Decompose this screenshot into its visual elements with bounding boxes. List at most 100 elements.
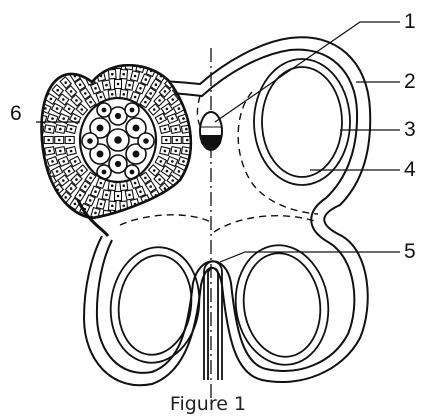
cell-nucleus bbox=[75, 178, 78, 181]
cell-nucleus bbox=[184, 180, 187, 183]
cell-nucleus bbox=[37, 139, 40, 142]
cell-nucleus bbox=[174, 128, 177, 131]
wall-cell bbox=[156, 198, 167, 209]
cell-nucleus bbox=[84, 92, 87, 95]
cell-nucleus bbox=[145, 78, 148, 81]
cell-nucleus bbox=[128, 84, 131, 87]
cell-nucleus bbox=[171, 179, 174, 182]
cell-nucleus bbox=[144, 177, 147, 180]
cell-nucleus bbox=[122, 73, 125, 76]
cell-nucleus bbox=[59, 128, 62, 131]
cell-nucleus bbox=[58, 139, 61, 142]
cell-nucleus bbox=[196, 150, 199, 153]
connective-notch bbox=[204, 262, 222, 381]
cell-nucleus bbox=[166, 108, 169, 111]
cell-nucleus bbox=[68, 139, 71, 142]
label-1: 1 bbox=[404, 10, 416, 33]
cell-nucleus bbox=[51, 160, 54, 163]
cell-nucleus bbox=[165, 139, 168, 142]
cell-nucleus bbox=[133, 125, 140, 132]
cell-nucleus bbox=[64, 81, 67, 84]
cell-nucleus bbox=[158, 99, 161, 102]
cell-nucleus bbox=[111, 93, 114, 96]
cell-nucleus bbox=[134, 96, 137, 99]
cell-nucleus bbox=[153, 169, 156, 172]
cell-nucleus bbox=[56, 107, 59, 110]
cell-nucleus bbox=[123, 93, 126, 96]
cell-nucleus bbox=[164, 150, 167, 153]
cell-nucleus bbox=[193, 160, 196, 163]
cell-nucleus bbox=[111, 184, 114, 187]
wall-cell bbox=[146, 204, 156, 215]
cell-nucleus bbox=[62, 179, 65, 182]
cell-nucleus bbox=[68, 108, 71, 111]
cell-nucleus bbox=[105, 84, 108, 87]
cell-nucleus bbox=[155, 83, 158, 86]
cell-nucleus bbox=[111, 205, 114, 208]
cell-nucleus bbox=[100, 203, 103, 206]
cell-nucleus bbox=[56, 89, 59, 92]
figure-caption: Figure 1 bbox=[170, 393, 246, 415]
cellular-pollen-sac bbox=[34, 60, 203, 237]
cell-nucleus bbox=[97, 125, 104, 132]
cell-nucleus bbox=[75, 99, 78, 102]
cell-nucleus bbox=[184, 98, 187, 101]
cell-nucleus bbox=[164, 128, 167, 131]
wall-cell bbox=[192, 147, 202, 155]
wall-cell bbox=[136, 208, 145, 219]
cell-nucleus bbox=[44, 107, 47, 110]
cell-nucleus bbox=[171, 98, 174, 101]
cell-nucleus bbox=[62, 98, 65, 101]
cell-nucleus bbox=[74, 203, 77, 206]
cell-nucleus bbox=[143, 138, 149, 144]
cell-nucleus bbox=[139, 212, 142, 215]
cell-nucleus bbox=[79, 83, 82, 86]
cell-nucleus bbox=[134, 75, 137, 78]
cell-nucleus bbox=[74, 117, 77, 120]
cell-nucleus bbox=[68, 170, 71, 173]
cell-nucleus bbox=[70, 90, 73, 93]
cell-nucleus bbox=[133, 151, 140, 158]
label-2: 2 bbox=[404, 70, 416, 93]
cell-nucleus bbox=[44, 170, 47, 173]
cell-nucleus bbox=[174, 150, 177, 153]
cell-nucleus bbox=[115, 161, 121, 167]
cell-nucleus bbox=[81, 108, 84, 111]
cell-nucleus bbox=[94, 212, 97, 215]
label-5: 5 bbox=[404, 240, 416, 263]
cell-nucleus bbox=[160, 203, 163, 206]
cell-nucleus bbox=[81, 169, 84, 172]
wall-cell bbox=[189, 157, 200, 166]
cell-nucleus bbox=[171, 160, 174, 163]
cell-nucleus bbox=[105, 194, 108, 197]
cell-nucleus bbox=[139, 190, 142, 193]
cell-nucleus bbox=[196, 128, 199, 131]
pollen-sac-lower-left bbox=[103, 241, 206, 368]
cell-nucleus bbox=[62, 160, 65, 163]
cell-nucleus bbox=[153, 108, 156, 111]
cell-nucleus bbox=[102, 170, 107, 175]
pollen-sac-upper-right bbox=[254, 59, 350, 185]
vascular-bundle bbox=[200, 112, 222, 150]
cell-nucleus bbox=[115, 113, 121, 119]
cell-nucleus bbox=[84, 70, 87, 73]
cell-nucleus bbox=[87, 138, 93, 144]
cell-nucleus bbox=[74, 160, 77, 163]
cell-nucleus bbox=[186, 139, 189, 142]
cell-nucleus bbox=[70, 187, 73, 190]
cell-nucleus bbox=[197, 139, 200, 142]
cell-nucleus bbox=[130, 170, 135, 175]
cell-nucleus bbox=[70, 150, 73, 153]
cell-nucleus bbox=[158, 178, 161, 181]
wall-cell bbox=[91, 62, 100, 73]
cell-nucleus bbox=[59, 150, 62, 153]
cell-nucleus bbox=[144, 101, 147, 104]
cell-nucleus bbox=[48, 128, 51, 131]
cell-nucleus bbox=[150, 208, 153, 211]
cell-nucleus bbox=[48, 150, 51, 153]
cell-nucleus bbox=[117, 195, 120, 198]
cell-nucleus bbox=[94, 190, 97, 193]
cell-nucleus bbox=[38, 150, 41, 153]
cell-nucleus bbox=[178, 107, 181, 110]
